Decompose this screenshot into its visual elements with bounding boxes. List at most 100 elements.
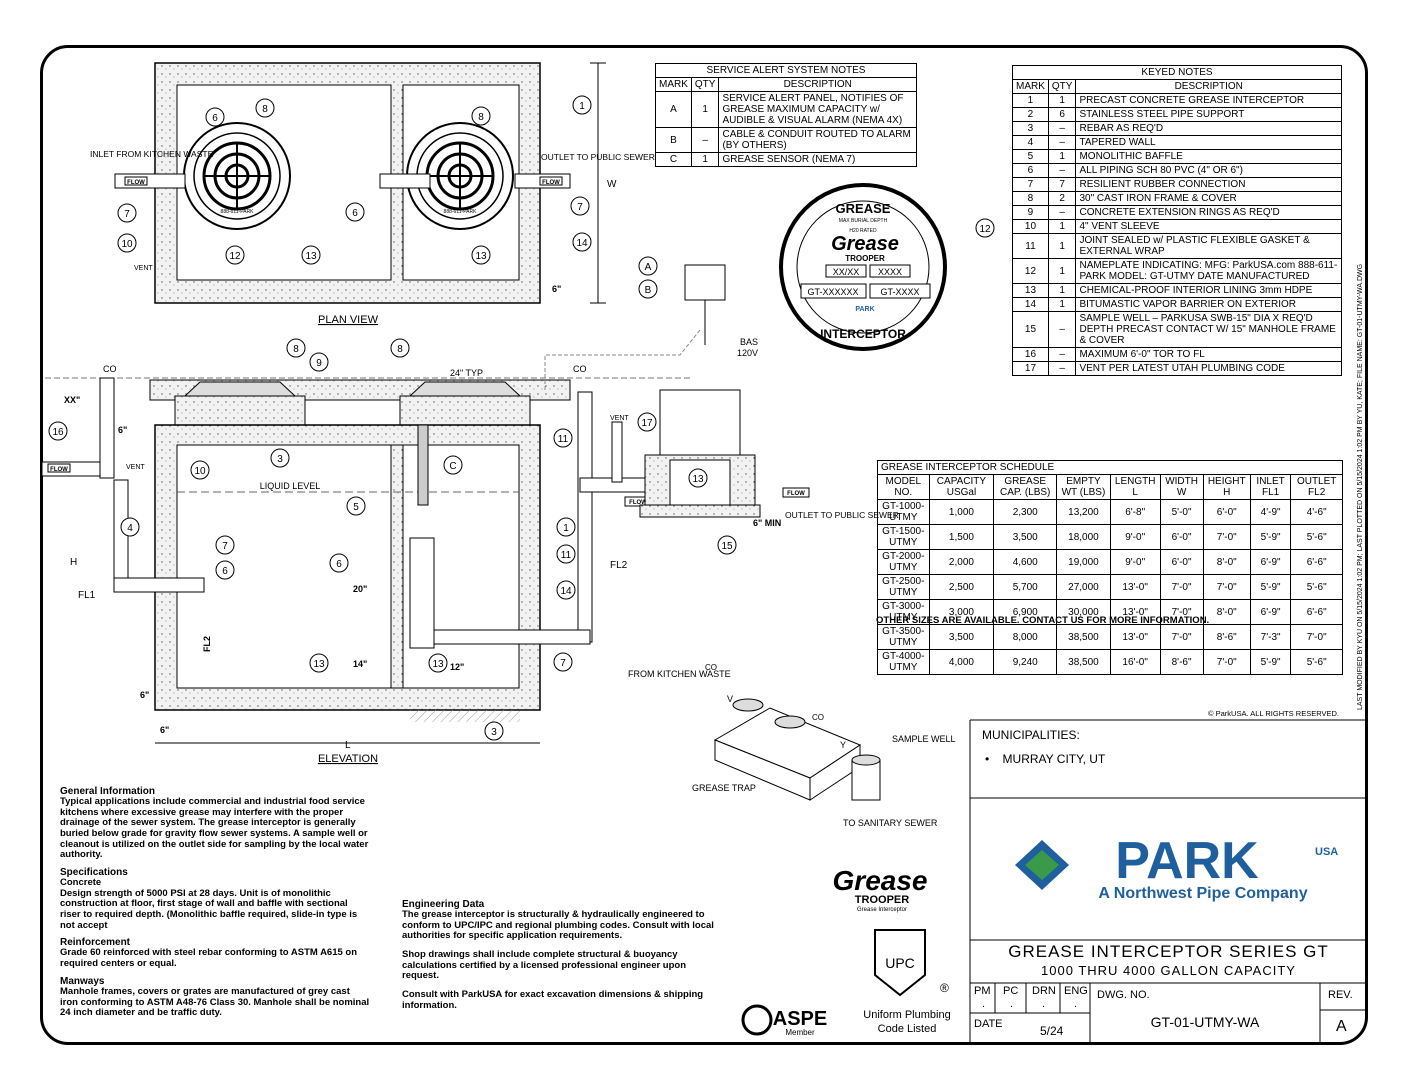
svg-text:ASPE: ASPE — [773, 1008, 827, 1030]
callout: 8 — [286, 338, 306, 358]
svg-text:OUTLET TO PUBLIC SEWER: OUTLET TO PUBLIC SEWER — [785, 510, 899, 520]
parkusa-logo: PARK USA A Northwest Pipe Company — [1015, 832, 1338, 902]
isometric-view: FROM KITCHEN WASTE CO CO V Y GREASE TRAP… — [628, 663, 956, 828]
svg-text:XX/XX: XX/XX — [833, 267, 860, 277]
drawing-number: GT-01-UTMY-WA — [1150, 1014, 1260, 1030]
plan-manhole-1: 888-611-PARK — [183, 122, 291, 230]
svg-text:FLOW: FLOW — [50, 467, 68, 473]
svg-text:A: A — [645, 262, 652, 273]
callout: 9 — [309, 352, 329, 372]
svg-text:L: L — [345, 740, 351, 751]
callout: 6 — [215, 560, 235, 580]
keyed-note-row: 9–CONCRETE EXTENSION RINGS AS REQ'D — [1012, 205, 1342, 220]
svg-text:H20 RATED: H20 RATED — [849, 228, 877, 234]
riser-1 — [174, 395, 306, 427]
svg-text:11: 11 — [558, 434, 569, 445]
keyed-note-row: 17–VENT PER LATEST UTAH PLUMBING CODE — [1012, 361, 1342, 376]
svg-text:13: 13 — [692, 474, 704, 485]
svg-text:4: 4 — [127, 523, 133, 534]
svg-text:Member: Member — [785, 1028, 815, 1037]
svg-text:6": 6" — [118, 425, 127, 435]
svg-text:Grease: Grease — [831, 233, 899, 255]
plan-transfer-pipe — [379, 173, 431, 189]
svg-text:®: ® — [940, 981, 949, 995]
callout: 13 — [301, 245, 321, 265]
inlet-label: INLET FROM KITCHEN WASTE — [90, 149, 214, 159]
general-notes: General Information Typical applications… — [60, 786, 370, 1019]
callout: 6 — [329, 553, 349, 573]
svg-text:888-611-PARK: 888-611-PARK — [221, 209, 255, 215]
callout: 5 — [346, 496, 366, 516]
callout: 14 — [556, 580, 576, 600]
callout: 14 — [572, 232, 592, 252]
callout-bubbles: 1 6 8 8 6 7 7 10 12 13 13 14 8 9 8 3 10 … — [48, 95, 995, 741]
callout: 7 — [553, 652, 573, 672]
liquid-level-label: LIQUID LEVEL — [260, 481, 321, 491]
copyright: © ParkUSA. ALL RIGHTS RESERVED. — [1208, 709, 1339, 718]
svg-text:Uniform Plumbing: Uniform Plumbing — [863, 1009, 950, 1021]
svg-text:GREASE: GREASE — [836, 201, 891, 216]
callout: 13 — [688, 468, 708, 488]
svg-text:12": 12" — [450, 662, 464, 672]
keyed-note-row: 6–ALL PIPING SCH 80 PVC (4" OR 6") — [1012, 163, 1342, 178]
svg-text:XX": XX" — [64, 395, 80, 405]
aspe-logo: ASPE Member — [741, 1004, 827, 1037]
svg-text:13: 13 — [432, 659, 444, 670]
svg-text:17: 17 — [641, 418, 653, 429]
svg-text:7: 7 — [222, 541, 228, 552]
svg-text:13: 13 — [305, 251, 317, 262]
callout: 4 — [120, 517, 140, 537]
svg-text:Grease Interceptor: Grease Interceptor — [857, 907, 907, 913]
svg-text:FLOW: FLOW — [542, 180, 560, 186]
svg-text:24" TYP: 24" TYP — [450, 368, 483, 378]
svg-text:14: 14 — [576, 238, 588, 249]
plan-view-title: PLAN VIEW — [318, 314, 379, 326]
callout: 7 — [117, 203, 137, 223]
svg-text:VENT: VENT — [610, 415, 629, 422]
callout: 7 — [215, 535, 235, 555]
callout: C — [443, 455, 463, 475]
svg-text:12: 12 — [229, 251, 241, 262]
svg-text:8: 8 — [262, 104, 268, 115]
callout: 7 — [570, 196, 590, 216]
callout: 16 — [48, 421, 68, 441]
callout: 11 — [556, 544, 576, 564]
svg-text:10: 10 — [121, 239, 133, 250]
keyed-note-row: 3–REBAR AS REQ'D — [1012, 121, 1342, 136]
svg-text:6" MIN: 6" MIN — [753, 518, 781, 528]
svg-text:5: 5 — [353, 502, 359, 513]
svg-text:10: 10 — [194, 466, 206, 477]
side-text: LAST MODIFIED BY KYU ON 5/15/2024 1:02 P… — [1357, 264, 1364, 710]
plan-manhole-2: 888-611-PARK — [406, 122, 514, 230]
svg-text:H: H — [70, 557, 77, 568]
upc-logo: UPC ® Uniform Plumbing Code Listed — [863, 929, 951, 1035]
nameplate: GREASE MAX BURIAL DEPTH H20 RATED Grease… — [779, 183, 947, 351]
callout: 8 — [390, 338, 410, 358]
svg-text:6: 6 — [336, 559, 342, 570]
svg-text:GT-XXXXXX: GT-XXXXXX — [807, 287, 858, 297]
drawing-sheet — [40, 45, 1368, 1045]
callout: 6 — [345, 202, 365, 222]
keyed-note-row: 15–SAMPLE WELL – PARKUSA SWB-15" DIA X R… — [1012, 311, 1342, 348]
callout: 3 — [270, 448, 290, 468]
svg-text:8: 8 — [293, 344, 299, 355]
svg-text:20": 20" — [353, 584, 367, 594]
svg-text:CO: CO — [812, 713, 824, 722]
callout: 13 — [309, 653, 329, 673]
svg-text:CO: CO — [573, 364, 587, 374]
engineering-notes: Engineering Data The grease interceptor … — [402, 899, 714, 1011]
svg-text:Y: Y — [840, 740, 846, 750]
svg-text:FLOW: FLOW — [629, 500, 647, 506]
